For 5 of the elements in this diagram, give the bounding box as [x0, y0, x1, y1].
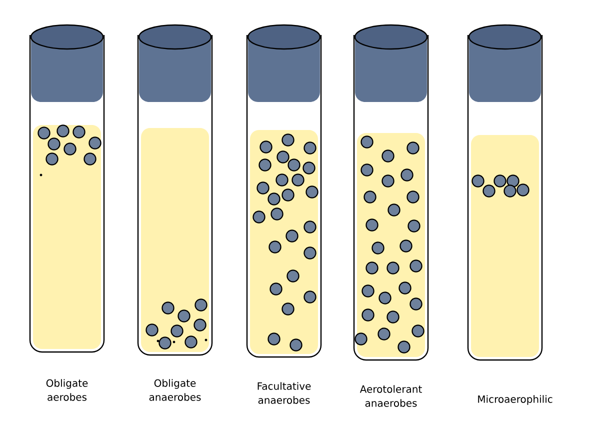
tube-label: Obligate aerobes [46, 379, 88, 401]
tube-label: Obligate anaerobes [149, 379, 201, 401]
tube-label: Facultative anaerobes [258, 382, 311, 404]
tube-label: Aerotolerant anaerobes [360, 385, 422, 407]
tube-label: Microaerophilic [478, 395, 552, 405]
